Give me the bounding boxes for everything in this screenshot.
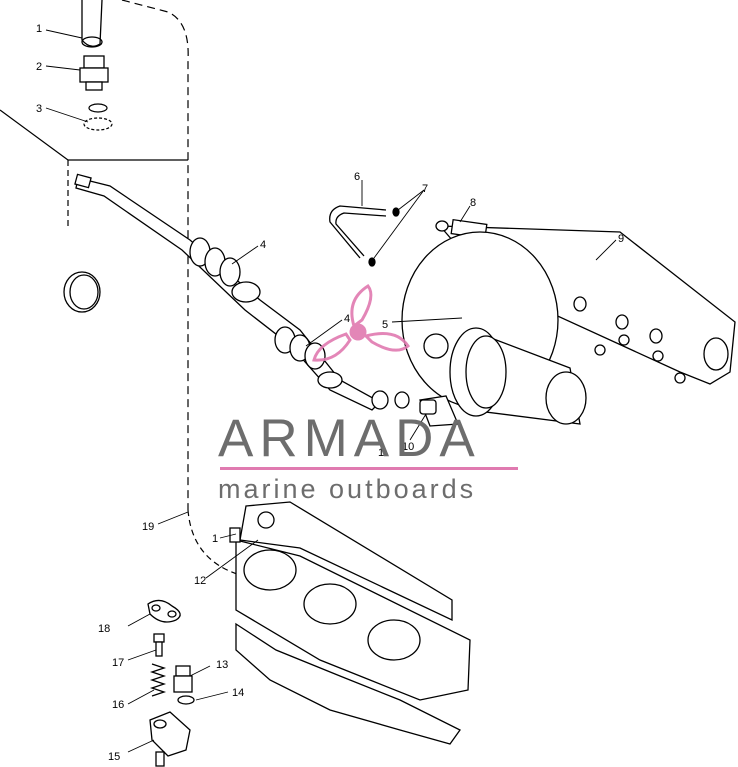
callout-13: 13 xyxy=(216,659,228,671)
nipple-part xyxy=(419,399,437,415)
watermark-tagline: marine outboards xyxy=(218,474,477,504)
callout-4-upper: 4 xyxy=(260,239,266,251)
watermark-brand: ARMADA xyxy=(218,409,481,468)
spring-16-part xyxy=(149,663,167,697)
callout-18: 18 xyxy=(98,623,110,635)
callout-14: 14 xyxy=(232,687,244,699)
hose-end-part xyxy=(81,0,103,48)
washer-part xyxy=(83,103,113,131)
fitting-part xyxy=(79,55,109,91)
watermark-divider xyxy=(220,467,518,470)
callout-3: 3 xyxy=(36,103,42,115)
callout-6: 6 xyxy=(354,171,360,183)
callout-7: 7 xyxy=(422,183,428,195)
washer-14-part xyxy=(177,695,195,705)
callout-19: 19 xyxy=(142,521,154,533)
callout-17: 17 xyxy=(112,657,124,669)
washer-18-part xyxy=(147,599,181,623)
callout-1-middle: 1 xyxy=(378,447,384,459)
expansion-chamber-part xyxy=(401,231,587,427)
valve-body-15-part xyxy=(149,711,191,767)
callout-1-lower: 1 xyxy=(212,533,218,545)
pin-17-part xyxy=(153,633,165,657)
callout-10: 10 xyxy=(402,441,414,453)
small-hose-part xyxy=(329,205,400,267)
callout-5: 5 xyxy=(382,319,388,331)
cylinder-block-part xyxy=(229,501,471,745)
tank-outline xyxy=(0,0,241,576)
callout-12: 12 xyxy=(194,575,206,587)
ring-gasket-part xyxy=(63,271,101,313)
callout-1-top: 1 xyxy=(36,23,42,35)
callout-16: 16 xyxy=(112,699,124,711)
callout-15: 15 xyxy=(108,751,120,763)
callout-4-lower: 4 xyxy=(344,313,350,325)
callout-8: 8 xyxy=(470,197,476,209)
leader-lines xyxy=(45,29,617,753)
callout-9: 9 xyxy=(618,233,624,245)
plug-13-part xyxy=(173,665,193,693)
callout-2: 2 xyxy=(36,61,42,73)
propeller-logo-icon xyxy=(312,284,410,362)
